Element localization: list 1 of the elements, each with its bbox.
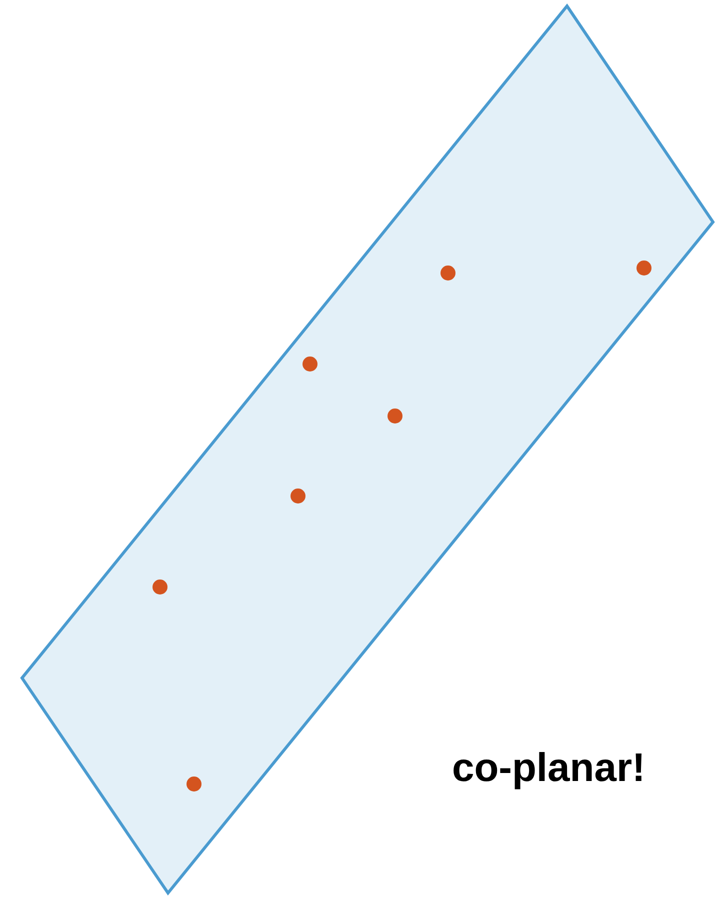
annotation-text: co-planar! xyxy=(452,745,646,792)
